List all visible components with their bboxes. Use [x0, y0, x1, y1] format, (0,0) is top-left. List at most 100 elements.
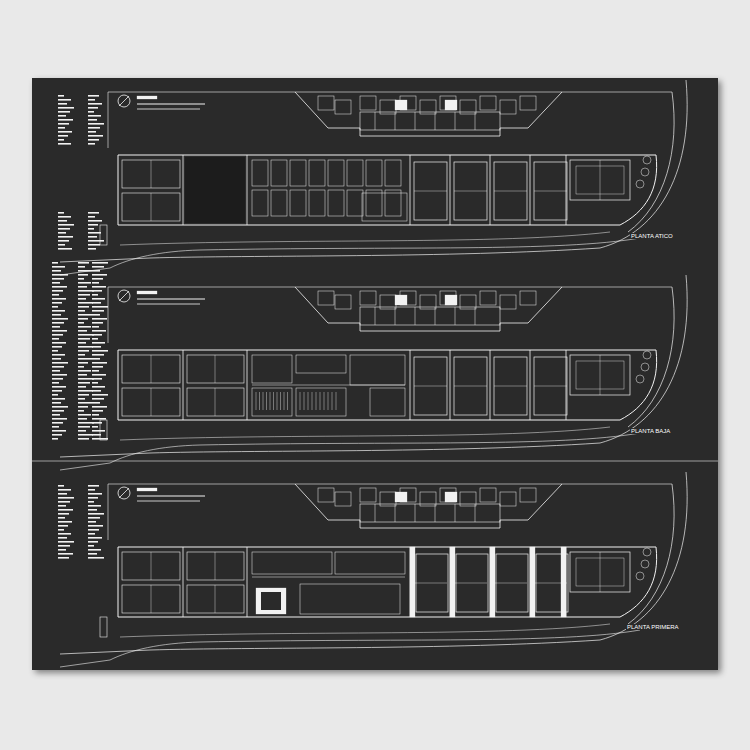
- plan-line: [108, 484, 109, 540]
- schedule-mark: [92, 382, 98, 384]
- plan-line: [273, 392, 274, 410]
- plan-rect: [309, 160, 325, 186]
- schedule-marks: [52, 262, 108, 440]
- schedule-mark: [52, 342, 66, 344]
- sheet-panel: [32, 78, 718, 670]
- schedule-mark: [88, 537, 102, 539]
- plan-line: [375, 504, 376, 522]
- void-area: [185, 157, 245, 223]
- schedule-mark: [52, 266, 65, 268]
- schedule-mark: [92, 314, 100, 316]
- schedule-mark: [88, 135, 103, 137]
- schedule-mark: [78, 386, 86, 388]
- schedule-mark: [92, 306, 108, 308]
- plan-line: [287, 392, 288, 410]
- plan-rect: [256, 588, 286, 614]
- schedule-mark: [78, 422, 94, 424]
- building-outline: [118, 547, 657, 617]
- plan-rect: [187, 552, 244, 580]
- schedule-mark: [92, 310, 104, 312]
- schedule-mark: [58, 557, 69, 559]
- schedule-mark: [92, 438, 108, 440]
- schedule-mark: [78, 378, 94, 380]
- schedule-mark: [58, 244, 65, 246]
- plan-title: PLANTA ATICO: [630, 233, 674, 239]
- site-boundary: [628, 287, 674, 427]
- schedule-mark: [58, 212, 64, 214]
- schedule-mark: [52, 282, 60, 284]
- plan-line: [108, 287, 109, 343]
- schedule-mark: [52, 294, 59, 296]
- schedule-mark: [92, 362, 107, 364]
- schedule-mark: [58, 232, 66, 234]
- schedule-mark: [78, 434, 93, 436]
- schedule-mark: [52, 270, 61, 272]
- schedule-mark: [92, 398, 104, 400]
- plan-rect: [335, 552, 405, 574]
- plan-line: [247, 350, 248, 420]
- plan-line: [119, 96, 129, 106]
- plan-line: [450, 155, 451, 225]
- plan-line: [455, 307, 456, 325]
- schedule-mark: [92, 318, 107, 320]
- plan-line: [137, 109, 200, 110]
- schedule-mark: [58, 111, 70, 113]
- plan-rect: [318, 96, 334, 110]
- schedule-mark: [52, 366, 64, 368]
- schedule-mark: [78, 370, 91, 372]
- schedule-mark: [92, 262, 108, 264]
- schedule-mark: [92, 326, 99, 328]
- schedule-mark: [78, 266, 85, 268]
- schedule-mark: [88, 220, 102, 222]
- schedule-mark: [88, 119, 97, 121]
- plan-line: [455, 112, 456, 130]
- schedule-mark: [58, 95, 64, 97]
- schedule-mark: [78, 414, 91, 416]
- schedule-mark: [52, 274, 68, 276]
- schedule-mark: [88, 489, 95, 491]
- plan-line: [137, 501, 200, 502]
- plan-line: [475, 112, 476, 130]
- plan-line: [494, 191, 527, 192]
- schedule-mark: [88, 493, 102, 495]
- building-outline: [295, 287, 562, 331]
- plan-rect: [318, 488, 334, 502]
- plan-rect: [570, 552, 630, 592]
- schedule-mark: [58, 525, 68, 527]
- plan-line: [328, 392, 329, 410]
- schedule-mark: [78, 342, 86, 344]
- schedule-mark: [52, 406, 68, 408]
- schedule-mark: [58, 493, 67, 495]
- schedule-mark: [92, 378, 102, 380]
- plan-line: [137, 495, 205, 496]
- schedule-mark: [58, 115, 66, 117]
- schedule-mark: [88, 103, 102, 105]
- schedule-mark: [52, 434, 62, 436]
- plan-rect: [385, 160, 401, 186]
- plan-line: [183, 547, 184, 617]
- schedule-mark: [52, 430, 66, 432]
- schedule-mark: [58, 517, 65, 519]
- schedule-mark: [78, 394, 89, 396]
- plan-line: [108, 484, 672, 485]
- schedule-mark: [52, 382, 59, 384]
- schedule-mark: [78, 322, 84, 324]
- plan-rect: [122, 585, 180, 613]
- schedule-mark: [58, 135, 68, 137]
- schedule-mark: [58, 127, 65, 129]
- plan-line: [395, 307, 396, 325]
- schedule-mark: [52, 314, 61, 316]
- schedule-mark: [52, 398, 65, 400]
- building-outline: [118, 155, 657, 225]
- north-arrow: [118, 290, 130, 302]
- schedule-mark: [58, 131, 72, 133]
- schedule-mark: [58, 99, 71, 101]
- plan-rect: [500, 100, 516, 114]
- plan-line: [266, 392, 267, 410]
- plan-rect: [296, 388, 346, 416]
- plan-rect: [122, 388, 180, 416]
- plan-line: [284, 392, 285, 410]
- plan-line: [414, 386, 447, 387]
- schedule-mark: [78, 302, 93, 304]
- plan-line: [450, 350, 451, 420]
